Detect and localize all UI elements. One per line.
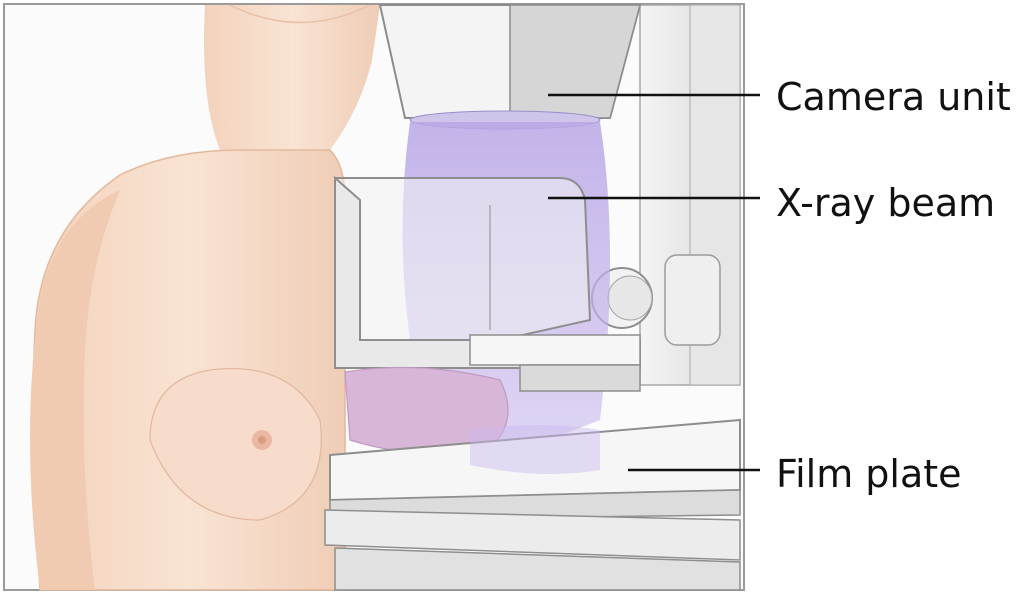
camera-unit	[380, 5, 640, 129]
xray-beam-label: X-ray beam	[776, 184, 995, 222]
camera-unit-label: Camera unit	[776, 78, 1011, 116]
film-plate-label: Film plate	[776, 455, 962, 493]
